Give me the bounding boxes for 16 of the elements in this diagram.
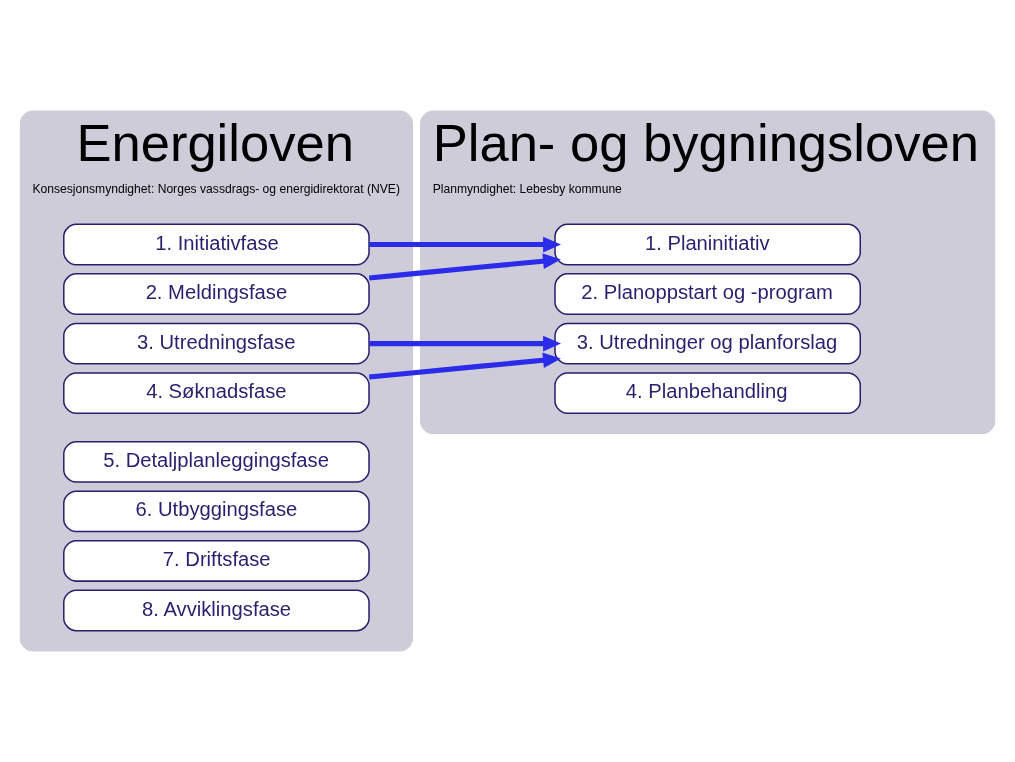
node-box: 1. Initiativfase [63, 223, 370, 266]
node-box: 7. Driftsfase [63, 539, 370, 582]
node-box: 4. Planbehandling [554, 372, 861, 415]
node-box: 6. Utbyggingsfase [63, 490, 370, 533]
arrow [368, 352, 561, 380]
arrow [369, 335, 561, 352]
node-box: 4. Søknadsfase [63, 372, 370, 415]
node-box: 3. Utredninger og planforslag [554, 322, 861, 365]
node-box: 2. Planoppstart og -program [554, 273, 861, 316]
node-box: 2. Meldingsfase [63, 273, 370, 316]
node-box: 3. Utredningsfase [63, 322, 370, 365]
arrow [368, 253, 561, 281]
node-box: 5. Detaljplanleggingsfase [63, 440, 370, 483]
node-box: 1. Planinitiativ [554, 223, 861, 266]
arrow [369, 236, 561, 253]
node-box: 8. Avviklingsfase [63, 589, 370, 632]
